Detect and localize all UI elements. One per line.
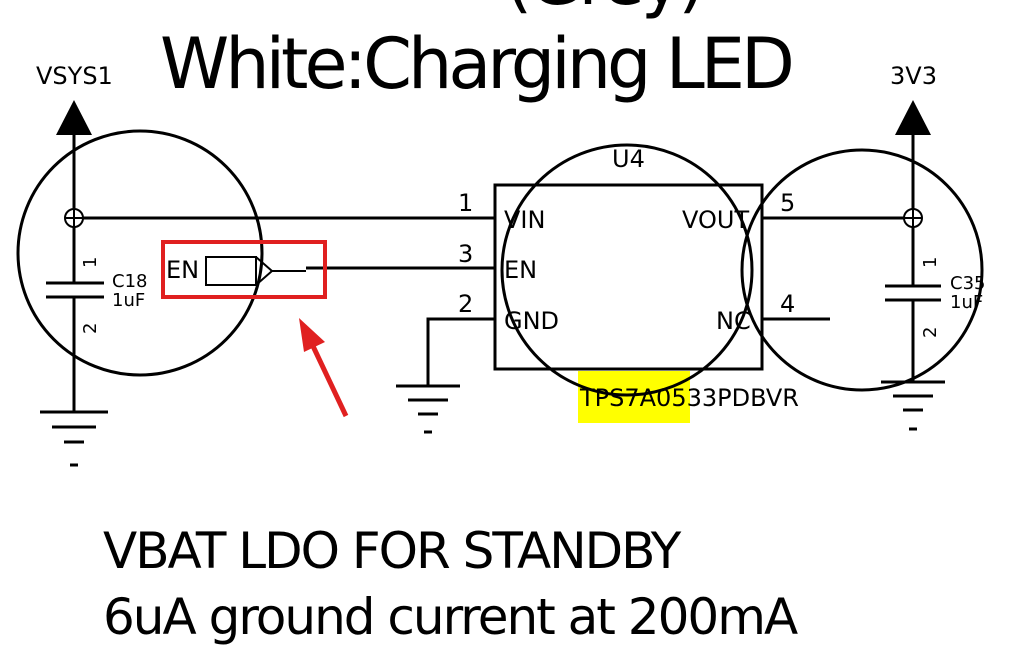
note-line-2: 6uA ground current at 200mA [103,588,798,645]
u4-pin-number: 1 [458,189,473,217]
c35-refdes: C35 [950,273,985,294]
net-label-3v3: 3V3 [890,62,937,90]
power-arrow-vsys1-icon [56,100,92,135]
power-arrow-3v3-icon [895,100,931,135]
c35-pin1-label: 1 [920,257,941,268]
annotation-circle-u4 [500,143,754,397]
u4-pin-name-en: EN [504,256,537,284]
title-partial: (Grey) [505,0,702,21]
wire-gnd [426,317,495,386]
ground-c18-icon [40,410,108,467]
annotation-circle-c35 [740,148,984,392]
u4-pin-name-vout: VOUT [682,206,749,234]
en-port-body [205,256,257,286]
part-number-highlight [578,371,690,423]
net-label-vsys1: VSYS1 [36,62,113,90]
c18-value: 1uF [112,290,145,311]
c18-pin1-label: 1 [80,257,101,268]
u4-pin-number: 5 [780,189,795,217]
ground-u4-icon [396,384,460,434]
annotation-arrow-head-icon [299,318,325,352]
page-title: White:Charging LED [160,23,791,105]
u4-body [493,183,764,371]
u4-pin-number: 3 [458,240,473,268]
c18-pin2-label: 2 [80,323,101,334]
annotation-arrow-shaft [309,342,349,418]
u4-pin-number: 4 [780,290,795,318]
u4-pin-number: 2 [458,290,473,318]
u4-refdes: U4 [612,145,645,173]
note-line-1: VBAT LDO FOR STANDBY [103,522,682,580]
en-port-label: EN [166,256,199,284]
u4-part-number: TPS7A0533PDBVR [579,384,799,412]
c35-pin2-label: 2 [920,327,941,338]
ground-c35-icon [881,380,945,431]
annotation-circle-c18 [16,129,264,377]
c18-refdes: C18 [112,271,147,292]
highlight-box-en [161,240,327,299]
